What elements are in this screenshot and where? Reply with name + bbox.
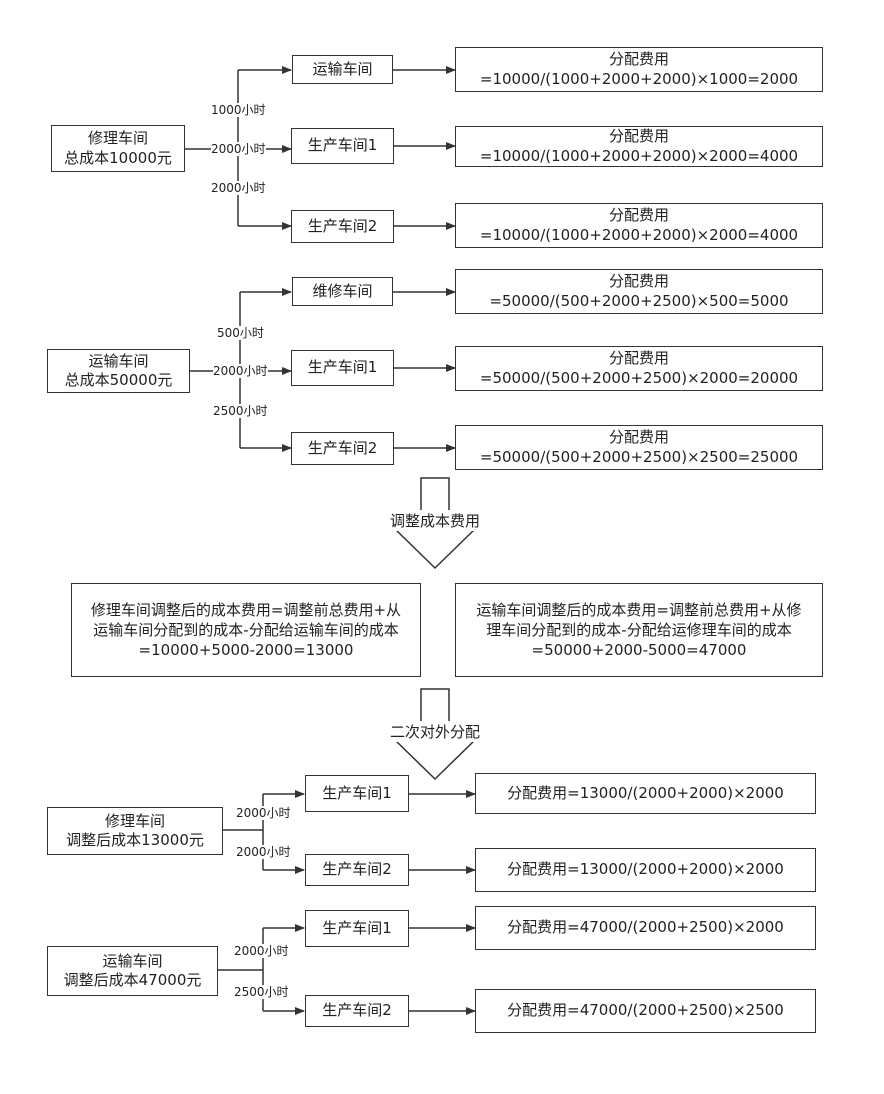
- s3-result-box-1: 分配费用=13000/(2000+2000)×2000: [475, 773, 816, 814]
- s1-result-3-line-2: =10000/(1000+2000+2000)×2000=4000: [479, 225, 799, 244]
- s1-target-box-3: 生产车间2: [291, 210, 394, 243]
- adjust-note-left: 修理车间调整后的成本费用=调整前总费用+从 运输车间分配到的成本-分配给运输车间…: [71, 583, 421, 677]
- s2-source-line-1: 运输车间: [88, 351, 149, 370]
- s4-hours-label-2: 2500小时: [234, 985, 289, 999]
- s1-result-3-line-1: 分配费用: [608, 206, 669, 224]
- s1-result-box-1: 分配费用 =10000/(1000+2000+2000)×1000=2000: [455, 47, 823, 92]
- s3-hours-label-1: 2000小时: [236, 806, 291, 820]
- s2-hours-label-1: 500小时: [217, 326, 264, 340]
- big-arrow-2-label: 二次对外分配: [389, 721, 481, 742]
- s4-target-box-2: 生产车间2: [305, 995, 409, 1027]
- s3-result-box-2: 分配费用=13000/(2000+2000)×2000: [475, 848, 816, 892]
- s2-result-box-2: 分配费用 =50000/(500+2000+2500)×2000=20000: [455, 346, 823, 391]
- s1-result-box-3: 分配费用 =10000/(1000+2000+2000)×2000=4000: [455, 203, 823, 248]
- s4-result-box-1: 分配费用=47000/(2000+2500)×2000: [475, 906, 816, 950]
- s2-result-1-line-2: =50000/(500+2000+2500)×500=5000: [489, 291, 789, 310]
- s4-source-line-2: 调整后成本47000元: [63, 971, 202, 989]
- adjust-right-line-1: 运输车间调整后的成本费用=调整前总费用+从修: [476, 600, 802, 619]
- s1-target-box-1: 运输车间: [292, 55, 393, 84]
- s3-target-label-1: 生产车间1: [322, 783, 392, 802]
- s3-source-box: 修理车间 调整后成本13000元: [47, 807, 223, 855]
- s3-result-text-1: 分配费用=13000/(2000+2000)×2000: [507, 783, 784, 802]
- s4-source-line-1: 运输车间: [102, 951, 163, 970]
- s2-result-3-line-1: 分配费用: [608, 428, 669, 446]
- s2-target-box-2: 生产车间1: [291, 350, 394, 386]
- s3-result-text-2: 分配费用=13000/(2000+2000)×2000: [507, 860, 784, 879]
- s1-source-line-1: 修理车间: [87, 129, 148, 147]
- big-arrow-1-label: 调整成本费用: [389, 510, 481, 531]
- s1-source-line-2: 总成本10000元: [64, 148, 172, 167]
- s4-result-box-2: 分配费用=47000/(2000+2500)×2500: [475, 989, 816, 1033]
- adjust-left-line-2: 运输车间分配到的成本-分配给运输车间的成本: [93, 620, 399, 639]
- s3-target-box-1: 生产车间1: [305, 775, 409, 812]
- s4-target-label-2: 生产车间2: [322, 1001, 392, 1020]
- s1-target-label-2: 生产车间1: [307, 136, 378, 155]
- s4-target-label-1: 生产车间1: [322, 918, 392, 937]
- s1-result-1-line-1: 分配费用: [608, 50, 669, 68]
- s1-target-box-2: 生产车间1: [291, 128, 394, 164]
- s4-result-text-1: 分配费用=47000/(2000+2500)×2000: [507, 918, 784, 937]
- s2-result-1-line-1: 分配费用: [608, 272, 669, 290]
- s1-result-2-line-1: 分配费用: [608, 127, 669, 145]
- s1-target-label-1: 运输车间: [312, 59, 373, 78]
- s1-result-2-line-2: =10000/(1000+2000+2000)×2000=4000: [479, 146, 799, 165]
- s2-hours-label-3: 2500小时: [213, 404, 268, 418]
- s2-target-label-3: 生产车间2: [307, 438, 378, 457]
- s2-result-box-1: 分配费用 =50000/(500+2000+2500)×500=5000: [455, 269, 823, 314]
- s2-target-box-3: 生产车间2: [291, 432, 394, 465]
- s3-target-label-2: 生产车间2: [322, 860, 392, 879]
- adjust-note-right: 运输车间调整后的成本费用=调整前总费用+从修 理车间分配到的成本-分配给运修理车…: [455, 583, 823, 677]
- s3-source-line-2: 调整后成本13000元: [66, 831, 204, 849]
- s4-hours-label-1: 2000小时: [234, 944, 289, 958]
- s2-result-2-line-2: =50000/(500+2000+2500)×2000=20000: [479, 368, 799, 387]
- s1-result-1-line-2: =10000/(1000+2000+2000)×1000=2000: [479, 69, 799, 88]
- section4-connectors: [218, 924, 476, 1015]
- s3-source-line-1: 修理车间: [104, 811, 165, 830]
- adjust-left-line-1: 修理车间调整后的成本费用=调整前总费用+从: [90, 600, 402, 619]
- s2-result-3-line-2: =50000/(500+2000+2500)×2500=25000: [479, 447, 799, 466]
- s2-target-box-1: 维修车间: [292, 277, 393, 306]
- adjust-right-line-3: =50000+2000-5000=47000: [531, 641, 747, 660]
- s2-target-label-1: 维修车间: [312, 281, 373, 300]
- adjust-left-line-3: =10000+5000-2000=13000: [138, 641, 354, 660]
- s1-target-label-3: 生产车间2: [307, 216, 378, 235]
- s1-hours-label-1: 1000小时: [211, 103, 266, 117]
- s4-source-box: 运输车间 调整后成本47000元: [47, 946, 218, 996]
- s2-source-line-2: 总成本50000元: [64, 371, 173, 389]
- adjust-right-line-2: 理车间分配到的成本-分配给运修理车间的成本: [486, 620, 792, 639]
- s3-target-box-2: 生产车间2: [305, 854, 409, 886]
- s4-target-box-1: 生产车间1: [305, 910, 409, 947]
- s1-hours-label-3: 2000小时: [211, 181, 266, 195]
- s2-target-label-2: 生产车间1: [307, 358, 378, 377]
- s2-result-box-3: 分配费用 =50000/(500+2000+2500)×2500=25000: [455, 425, 823, 470]
- s4-result-text-2: 分配费用=47000/(2000+2500)×2500: [507, 1001, 784, 1020]
- s1-result-box-2: 分配费用 =10000/(1000+2000+2000)×2000=4000: [455, 126, 823, 167]
- s3-hours-label-2: 2000小时: [236, 845, 291, 859]
- s2-result-2-line-1: 分配费用: [608, 349, 669, 367]
- s2-hours-label-2: 2000小时: [213, 364, 268, 378]
- s2-source-box: 运输车间 总成本50000元: [47, 349, 190, 393]
- s1-hours-label-2: 2000小时: [211, 142, 266, 156]
- s1-source-box: 修理车间 总成本10000元: [51, 125, 185, 172]
